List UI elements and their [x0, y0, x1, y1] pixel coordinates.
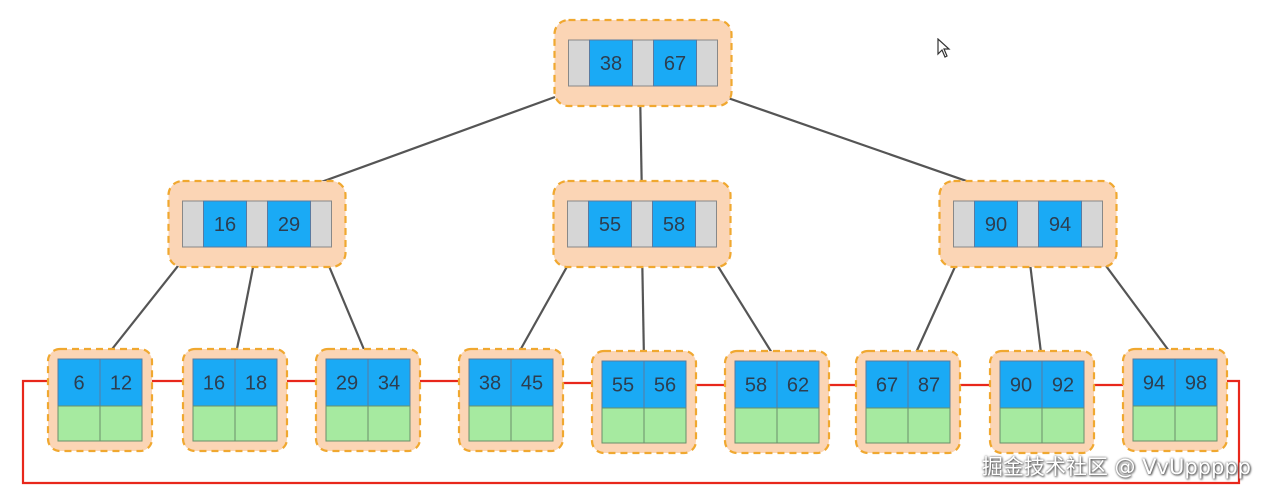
leaf-node: 6 12: [46, 347, 154, 453]
key-label: 87: [918, 375, 940, 397]
data-cell: [643, 407, 687, 444]
key-label: 16: [203, 373, 225, 395]
key-cell: [601, 360, 645, 409]
pointer-cell: [631, 200, 653, 248]
data-cell: [510, 405, 554, 442]
data-cell: [1174, 405, 1218, 442]
leaf-node: 67 87: [854, 349, 962, 455]
key-label: 29: [336, 373, 358, 395]
data-cell: [601, 407, 645, 444]
key-label: 38: [600, 53, 622, 75]
key-label: 58: [663, 214, 685, 236]
pointer-cell: [632, 39, 654, 87]
key-label: 67: [876, 375, 898, 397]
leaf-node: 58 62: [723, 349, 831, 455]
key-cell: [776, 360, 820, 409]
key-label: 38: [479, 373, 501, 395]
pointer-cell: [182, 200, 204, 248]
key-cell: [192, 358, 236, 407]
pointer-cell: [246, 200, 268, 248]
data-cell: [907, 407, 951, 444]
key-cell: [652, 200, 696, 248]
data-cell: [999, 407, 1043, 444]
key-label: 90: [985, 214, 1007, 236]
data-cell: [1041, 407, 1085, 444]
key-cell: [907, 360, 951, 409]
key-cell: [510, 358, 554, 407]
pointer-cell: [696, 39, 718, 87]
leaf-node: 55 56: [590, 349, 698, 455]
key-label: 6: [73, 373, 84, 395]
key-cell: [367, 358, 411, 407]
pointer-cell: [567, 200, 589, 248]
key-label: 12: [110, 373, 132, 395]
internal-node: 55 58: [552, 179, 732, 269]
key-cell: [234, 358, 278, 407]
key-label: 16: [214, 214, 236, 236]
key-cell: [203, 200, 247, 248]
key-label: 29: [278, 214, 300, 236]
leaf-node: 94 98: [1121, 347, 1229, 453]
data-cell: [99, 405, 143, 442]
data-cell: [234, 405, 278, 442]
key-cell: [99, 358, 143, 407]
key-label: 55: [599, 214, 621, 236]
key-cell: [468, 358, 512, 407]
internal-node: 90 94: [938, 179, 1118, 269]
pointer-cell: [1081, 200, 1103, 248]
key-cell: [865, 360, 909, 409]
key-label: 62: [787, 375, 809, 397]
data-cell: [367, 405, 411, 442]
data-cell: [776, 407, 820, 444]
pointer-cell: [1017, 200, 1039, 248]
leaf-loop-link: [21, 376, 1241, 485]
key-cell: [588, 200, 632, 248]
key-label: 92: [1052, 375, 1074, 397]
key-label: 98: [1185, 373, 1207, 395]
key-cell: [267, 200, 311, 248]
key-cell: [643, 360, 687, 409]
key-label: 94: [1049, 214, 1071, 236]
key-cell: [1038, 200, 1082, 248]
watermark: 掘金技术社区 @ VvUppppp: [981, 455, 1251, 479]
data-cell: [1132, 405, 1176, 442]
key-label: 67: [664, 53, 686, 75]
leaf-node: 29 34: [314, 347, 422, 453]
mouse-cursor-icon: [937, 38, 951, 58]
key-label: 55: [612, 375, 634, 397]
data-cell: [734, 407, 778, 444]
key-label: 56: [654, 375, 676, 397]
data-cell: [325, 405, 369, 442]
key-cell: [653, 39, 697, 87]
root-node: 38 67: [553, 18, 733, 108]
pointer-cell: [695, 200, 717, 248]
leaf-node: 38 45: [457, 347, 565, 453]
key-label: 18: [245, 373, 267, 395]
key-cell: [57, 358, 101, 407]
pointer-cell: [310, 200, 332, 248]
key-cell: [734, 360, 778, 409]
key-label: 45: [521, 373, 543, 395]
leaf-node: 90 92: [988, 349, 1096, 455]
data-cell: [468, 405, 512, 442]
pointer-cell: [568, 39, 590, 87]
data-cell: [192, 405, 236, 442]
pointer-cell: [953, 200, 975, 248]
data-cell: [865, 407, 909, 444]
key-cell: [974, 200, 1018, 248]
key-label: 90: [1010, 375, 1032, 397]
key-cell: [999, 360, 1043, 409]
key-label: 34: [378, 373, 400, 395]
key-cell: [1041, 360, 1085, 409]
data-cell: [57, 405, 101, 442]
key-label: 94: [1143, 373, 1165, 395]
key-cell: [589, 39, 633, 87]
key-label: 58: [745, 375, 767, 397]
